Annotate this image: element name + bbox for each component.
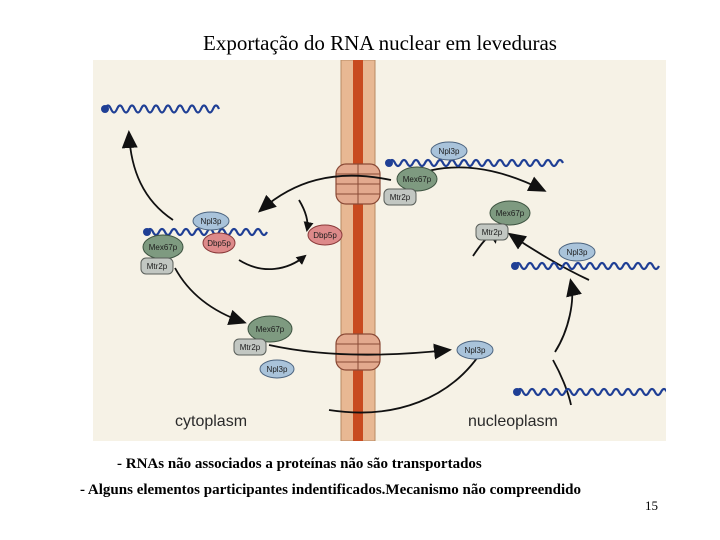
complex-cytoplasm-lower: Mex67p Mtr2p Npl3p [233, 315, 295, 379]
protein-label: Mtr2p [482, 228, 503, 237]
protein-label: Dbp5p [207, 239, 231, 248]
rna-export-diagram: Npl3p Dbp5p Mex67p Mtr2p Dbp5p Mex67p Mt… [93, 60, 666, 441]
nuclear-envelope [340, 60, 376, 441]
protein-label: Mtr2p [390, 193, 411, 202]
complex-at-pore: Npl3p Mex67p Mtr2p [383, 141, 468, 206]
protein-label: Npl3p [465, 346, 486, 355]
protein-label: Mtr2p [147, 262, 168, 271]
protein-label: Mex67p [256, 325, 285, 334]
cytoplasm-label: cytoplasm [175, 413, 247, 430]
protein-label: Mtr2p [240, 343, 261, 352]
protein-label: Npl3p [567, 248, 588, 257]
note-line-1: - RNAs não associados a proteínas não sã… [117, 456, 482, 472]
protein-label: Mex67p [403, 175, 432, 184]
protein-label: Mex67p [149, 243, 178, 252]
page-number: 15 [645, 498, 658, 513]
protein-label: Mex67p [496, 209, 525, 218]
protein-label: Dbp5p [313, 231, 337, 240]
nuclear-pore-lower [335, 333, 381, 371]
nuclear-pore-upper [335, 163, 381, 205]
protein-label: Npl3p [201, 217, 222, 226]
complex-cytoplasm-left: Npl3p Dbp5p Mex67p Mtr2p [140, 211, 236, 275]
dbp5-free: Dbp5p [307, 224, 343, 246]
mrna-strands [103, 104, 666, 397]
protein-label: Npl3p [267, 365, 288, 374]
nucleoplasm-label: nucleoplasm [468, 413, 558, 430]
transport-arrows [121, 130, 590, 414]
slide-title: Exportação do RNA nuclear em leveduras [203, 31, 557, 55]
note-line-2: - Alguns elementos participantes indenti… [80, 482, 581, 498]
complex-nucleoplasm: Mex67p Mtr2p Npl3p Npl3p [456, 200, 596, 360]
protein-label: Npl3p [439, 147, 460, 156]
mrna-caps [101, 105, 521, 396]
